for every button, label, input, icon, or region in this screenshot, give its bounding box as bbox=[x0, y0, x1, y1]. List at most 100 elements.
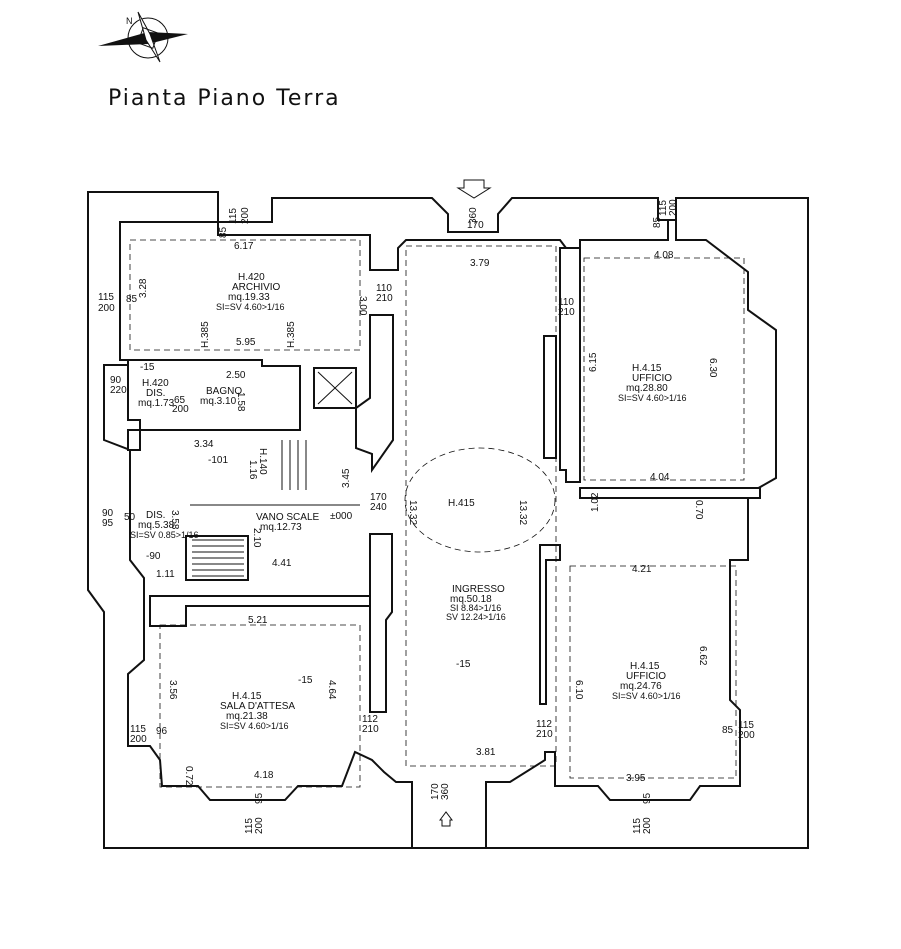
room-dimensions: 6.17 5.95 3.28 3.00 H.385 H.385 3.79 4.0… bbox=[138, 241, 718, 786]
archivio-name: ARCHIVIO bbox=[232, 282, 281, 293]
dimension-label: 90 bbox=[102, 508, 114, 519]
level-15-top: -15 bbox=[140, 362, 155, 373]
bottom-entry-arrow-icon bbox=[439, 811, 453, 827]
ufficio1-note: SI=SV 4.60>1/16 bbox=[618, 393, 687, 403]
dimension-label: 3.79 bbox=[470, 258, 490, 269]
level-15-ingresso: -15 bbox=[456, 659, 471, 670]
sala-area: mq.21.38 bbox=[226, 711, 268, 722]
dimension-label: 85 bbox=[218, 226, 229, 238]
dimension-label: H.385 bbox=[200, 321, 211, 348]
dimension-label: 2.50 bbox=[226, 370, 246, 381]
dimension-label: 5.95 bbox=[236, 337, 256, 348]
dimension-label: 210 bbox=[536, 729, 553, 740]
dimension-label: 200 bbox=[668, 199, 679, 216]
dimension-label: 115 bbox=[632, 818, 643, 834]
dimension-label: 170 bbox=[370, 492, 387, 503]
level-101: -101 bbox=[208, 455, 228, 466]
ceiling-lines bbox=[129, 239, 745, 788]
dimension-label: 85 bbox=[652, 216, 663, 228]
dimension-label: 4.18 bbox=[254, 770, 274, 781]
ufficio1-name: UFFICIO bbox=[632, 373, 672, 384]
room-labels: H.420 ARCHIVIO mq.19.33 SI=SV 4.60>1/16 … bbox=[130, 272, 687, 731]
dimension-label: 240 bbox=[370, 502, 387, 513]
dimension-label: 3.28 bbox=[138, 278, 149, 298]
dimension-label: H.140 bbox=[257, 448, 268, 475]
dimension-label: 3.45 bbox=[341, 468, 352, 488]
opening-dimensions: 115 200 85 170 360 115 200 85 115 200 85… bbox=[98, 199, 755, 834]
dimension-label: 50 bbox=[124, 512, 136, 523]
dimension-label: 96 bbox=[156, 726, 168, 737]
staircase bbox=[192, 371, 353, 577]
dis-mid-name: DIS. bbox=[146, 510, 165, 521]
dimension-label: 4.21 bbox=[632, 564, 652, 575]
dis-top-area: mq.1.73 bbox=[138, 398, 175, 409]
compass-north-label: N bbox=[126, 16, 133, 26]
dimension-label: 110 bbox=[376, 283, 392, 294]
sala-height: H.4.15 bbox=[232, 691, 262, 702]
dis-mid-area: mq.5.38 bbox=[138, 520, 175, 531]
dimension-label: 200 bbox=[130, 734, 147, 745]
ingresso-note1: SI 8.84>1/16 bbox=[450, 603, 501, 613]
dimension-label: 115 bbox=[228, 208, 239, 224]
top-entry-arrow-icon bbox=[456, 179, 492, 199]
dimension-label: 95 bbox=[642, 792, 653, 804]
dimension-label: 13.32 bbox=[407, 500, 418, 525]
dimension-label: 13.32 bbox=[517, 500, 528, 525]
archivio-height: H.420 bbox=[238, 272, 265, 283]
dimension-label: 360 bbox=[468, 207, 479, 224]
dimension-label: 6.10 bbox=[573, 680, 584, 700]
bagno-name: BAGNO bbox=[206, 386, 242, 397]
dimension-label: 3.95 bbox=[626, 773, 646, 784]
dimension-label: 5.21 bbox=[248, 615, 268, 626]
dis-top-height: H.420 bbox=[142, 378, 169, 389]
level-000: ±000 bbox=[330, 511, 353, 522]
dimension-label: 1.02 bbox=[590, 492, 601, 512]
dimension-label: H.385 bbox=[286, 321, 297, 348]
plan-title: Pianta Piano Terra bbox=[108, 86, 341, 111]
dimension-label: 210 bbox=[376, 293, 393, 304]
dimension-label: 6.17 bbox=[234, 241, 254, 252]
ufficio1-area: mq.28.80 bbox=[626, 383, 668, 394]
dimension-label: 115 bbox=[244, 818, 255, 834]
level-90: -90 bbox=[146, 551, 161, 562]
ingresso-name: INGRESSO bbox=[452, 584, 505, 595]
dis-top-name: DIS. bbox=[146, 388, 165, 399]
entry-arrows bbox=[439, 179, 492, 827]
dimension-label: 115 bbox=[130, 724, 146, 735]
dimension-label: 3.56 bbox=[167, 680, 178, 700]
dimension-label: 4.41 bbox=[272, 558, 292, 569]
dimension-label: 220 bbox=[110, 385, 127, 396]
dimension-label: 95 bbox=[254, 792, 265, 804]
dimension-label: 3.34 bbox=[194, 439, 214, 450]
vano-area: mq.12.73 bbox=[260, 522, 302, 533]
dimension-label: 1.58 bbox=[235, 392, 246, 412]
dimension-label: 200 bbox=[172, 404, 189, 415]
dimension-label: 6.15 bbox=[588, 352, 599, 372]
dimension-label: 1.11 bbox=[156, 569, 175, 580]
dimension-label: 115 bbox=[98, 292, 114, 303]
ingresso-height: H.415 bbox=[448, 498, 475, 509]
sala-note: SI=SV 4.60>1/16 bbox=[220, 721, 289, 731]
ufficio2-area: mq.24.76 bbox=[620, 681, 662, 692]
dimension-label: 210 bbox=[558, 307, 575, 318]
dimension-label: 3.81 bbox=[476, 747, 496, 758]
level-markers: ±000 -101 -90 -15 -15 -15 bbox=[140, 362, 471, 686]
dimension-label: 112 bbox=[536, 719, 552, 730]
dimension-label: 85 bbox=[722, 725, 734, 736]
dimension-label: 200 bbox=[98, 303, 115, 314]
archivio-note: SI=SV 4.60>1/16 bbox=[216, 302, 285, 312]
ingresso-area: mq.50.18 bbox=[450, 594, 492, 605]
dimension-label: 360 bbox=[440, 783, 451, 800]
ufficio2-note: SI=SV 4.60>1/16 bbox=[612, 691, 681, 701]
dimension-label: 95 bbox=[102, 518, 114, 529]
ufficio1-height: H.4.15 bbox=[632, 363, 662, 374]
ufficio2-name: UFFICIO bbox=[626, 671, 666, 682]
vano-name: VANO SCALE bbox=[256, 512, 319, 523]
dimension-label: 4.08 bbox=[654, 250, 674, 261]
compass-rose-icon: N bbox=[98, 11, 188, 63]
dimension-label: 2.10 bbox=[251, 528, 262, 548]
dimension-label: 115 bbox=[738, 720, 754, 731]
dimension-label: 6.62 bbox=[697, 646, 708, 666]
dimension-label: 112 bbox=[362, 714, 378, 725]
